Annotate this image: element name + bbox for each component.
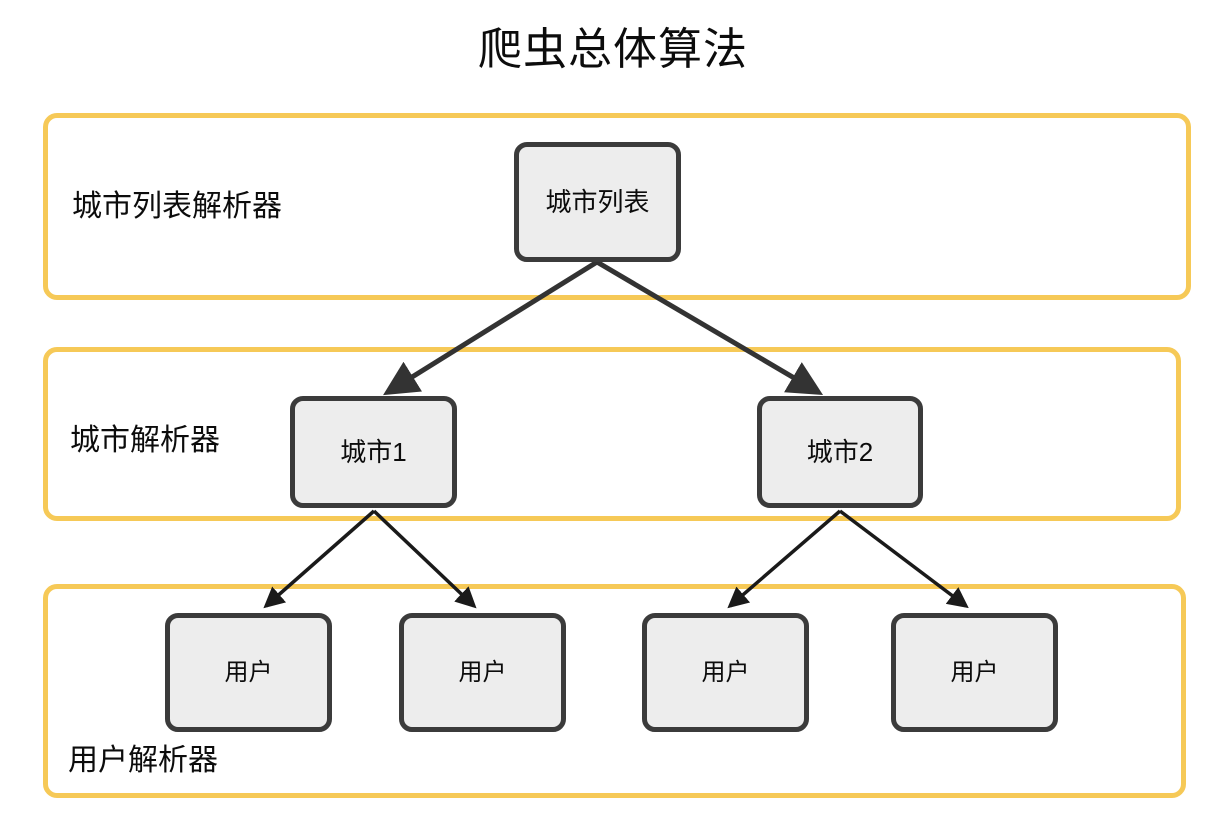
lane-user-parser: [43, 584, 1186, 798]
node-user-1[interactable]: 用户: [165, 613, 332, 732]
node-city-list[interactable]: 城市列表: [514, 142, 681, 262]
node-city-2-label: 城市2: [806, 437, 874, 467]
lane-label-city-parser: 城市解析器: [70, 424, 220, 457]
page-title: 爬虫总体算法: [478, 25, 748, 74]
node-city-1-label: 城市1: [340, 437, 407, 467]
lane-label-city-list-parser: 城市列表解析器: [72, 190, 282, 223]
node-city-list-label: 城市列表: [545, 187, 650, 217]
node-city-1[interactable]: 城市1: [290, 396, 457, 508]
lane-label-user-parser: 用户解析器: [68, 744, 218, 777]
node-user-1-label: 用户: [224, 658, 273, 686]
node-city-2[interactable]: 城市2: [757, 396, 923, 508]
node-user-2[interactable]: 用户: [399, 613, 566, 732]
node-user-4[interactable]: 用户: [891, 613, 1058, 732]
node-user-2-label: 用户: [458, 658, 507, 686]
node-user-3[interactable]: 用户: [642, 613, 809, 732]
node-user-3-label: 用户: [701, 658, 750, 686]
node-user-4-label: 用户: [950, 658, 999, 686]
